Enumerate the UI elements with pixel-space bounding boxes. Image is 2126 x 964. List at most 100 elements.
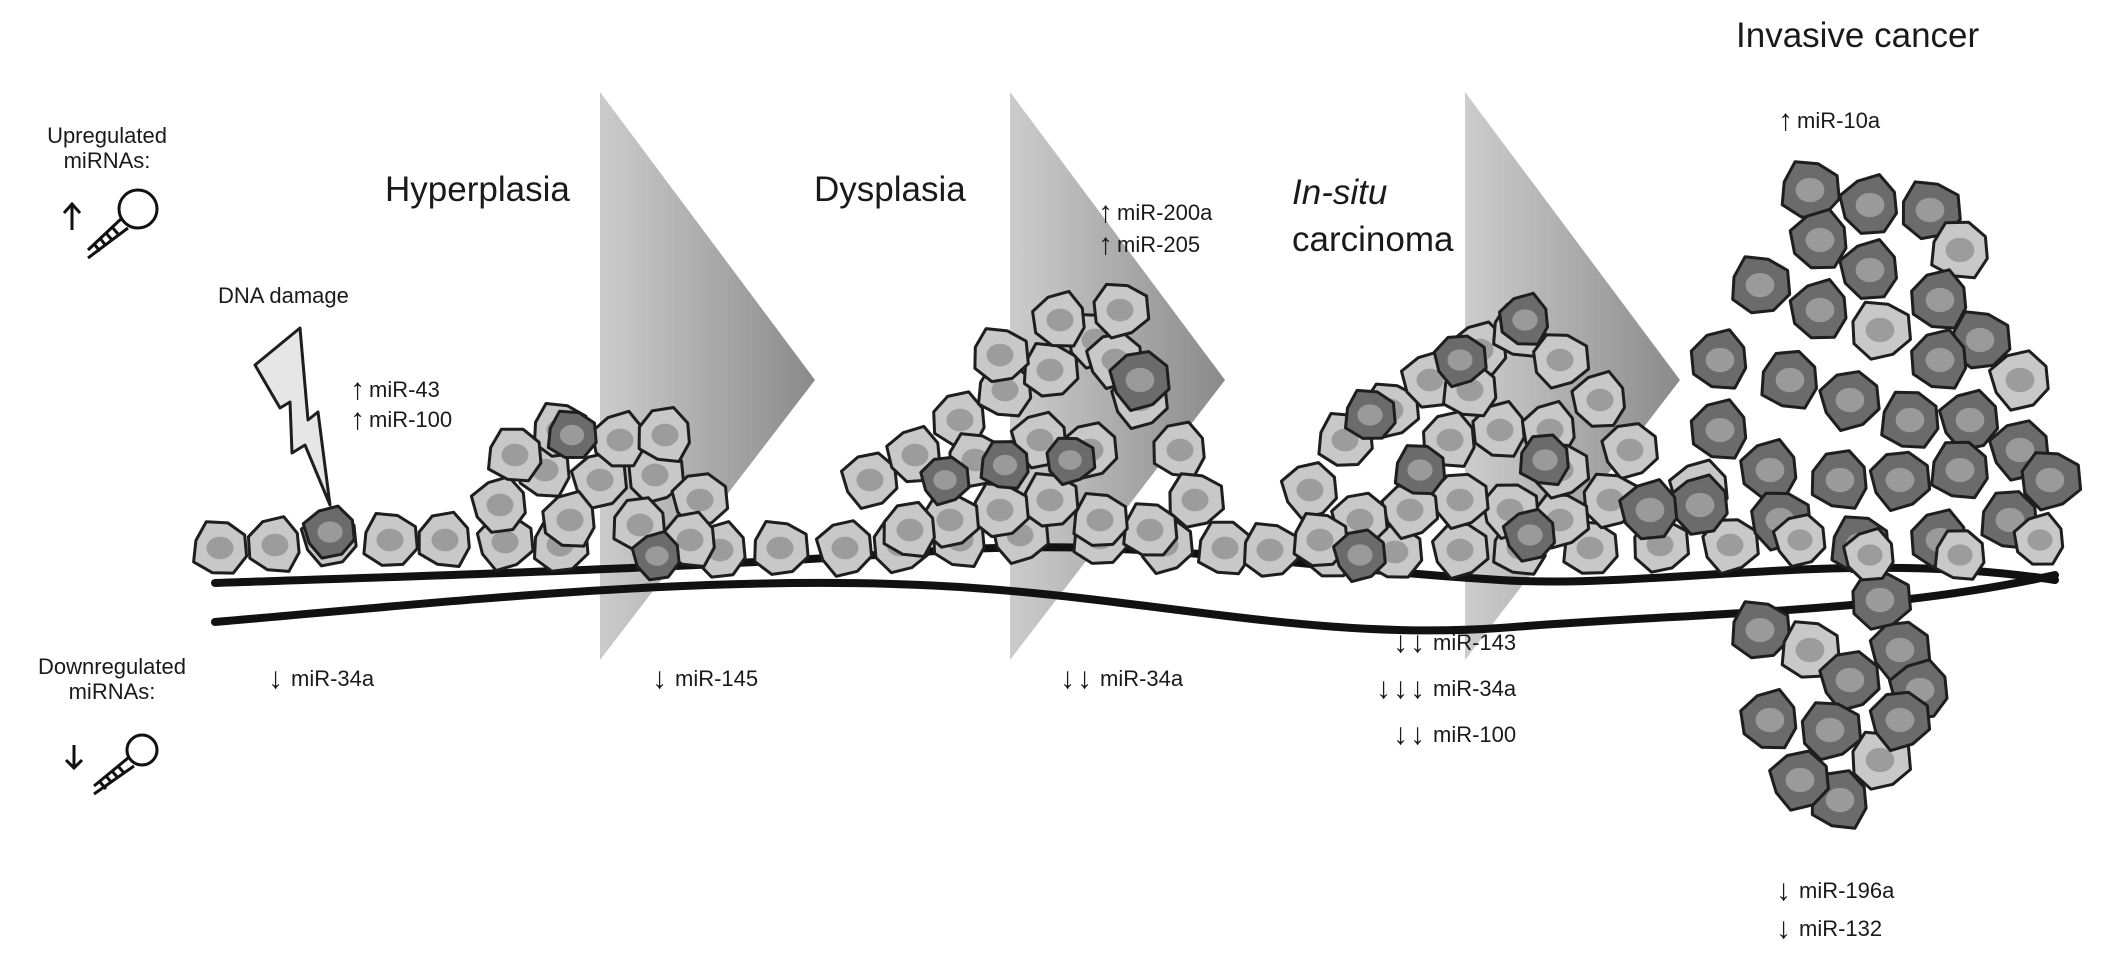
cancer-cell xyxy=(1800,701,1863,762)
down-mirna-invasive-1: ↓ miR-196a xyxy=(1776,872,1894,910)
downregulated-legend: Downregulated miRNAs: xyxy=(22,654,202,704)
cancer-cell xyxy=(1851,570,1912,631)
normal-cell xyxy=(487,427,543,483)
cancer-cell xyxy=(1344,388,1397,440)
up-mirna-name: miR-43 xyxy=(369,377,440,402)
normal-cell xyxy=(753,520,810,576)
stage-title-insitu-carcinoma: carcinoma xyxy=(1292,220,1454,259)
cancer-cell xyxy=(1818,370,1881,432)
normal-cell xyxy=(1168,472,1225,529)
cancer-cell xyxy=(1868,690,1932,753)
down-mirna-insitu-2: ↓↓↓ miR-34a xyxy=(1376,666,1516,712)
up-mirna-name: miR-10a xyxy=(1797,108,1881,133)
normal-cell xyxy=(362,512,419,567)
normal-cell xyxy=(923,492,980,549)
downregulated-hairpin-icon xyxy=(64,733,159,796)
cancer-cell xyxy=(979,440,1030,490)
cancer-cell xyxy=(1951,310,2012,370)
upregulated-label-line1: Upregulated xyxy=(47,123,167,148)
down-mirna-insitu-1: ↓↓ miR-143 xyxy=(1376,620,1516,666)
up-mirna-name: miR-100 xyxy=(369,407,453,432)
normal-cell xyxy=(1851,300,1912,361)
down-mirna-name: miR-196a xyxy=(1799,878,1895,903)
cancer-cell xyxy=(630,530,681,582)
cancer-cell xyxy=(301,504,356,560)
dna-damage-label: DNA damage xyxy=(218,283,349,308)
normal-cell xyxy=(1988,349,2050,412)
stage-title-invasive: Invasive cancer xyxy=(1736,16,1980,55)
cancer-cell xyxy=(1731,255,1792,315)
cancer-cell xyxy=(1868,450,1932,513)
up-mirna-dysplasia-1: miR-200a xyxy=(1098,196,1212,230)
normal-cell xyxy=(1072,492,1129,547)
normal-cell xyxy=(1930,220,1989,280)
normal-cell xyxy=(814,519,874,578)
cancer-cell xyxy=(1788,207,1848,270)
down-mirna-insitu-list: ↓↓ miR-143 ↓↓↓ miR-34a ↓↓ miR-100 xyxy=(1376,620,1516,758)
normal-cell xyxy=(1022,472,1080,528)
cancer-cell xyxy=(1937,388,2000,452)
normal-cell xyxy=(973,482,1030,539)
normal-cell xyxy=(1197,520,1253,576)
down-mirna-name: miR-34a xyxy=(1433,676,1517,701)
normal-cell xyxy=(1780,620,1841,679)
cancer-cell xyxy=(1689,328,1748,390)
down-mirna-name: miR-34a xyxy=(291,666,375,691)
down-mirna-name: miR-34a xyxy=(1100,666,1184,691)
down-mirna-name: miR-145 xyxy=(675,666,759,691)
normal-cell xyxy=(1600,422,1659,481)
downregulated-label-line2: miRNAs: xyxy=(68,679,156,704)
normal-cell xyxy=(882,500,936,558)
down-arrows: ↓ xyxy=(268,662,285,695)
cancer-cell xyxy=(546,409,598,459)
down-arrows: ↓↓ xyxy=(1393,718,1427,751)
cancer-cell xyxy=(1393,444,1447,496)
cancer-cell xyxy=(1501,507,1556,563)
down-mirna-hyperplasia: ↓ miR-145 xyxy=(652,662,758,696)
normal-cell xyxy=(2012,511,2065,566)
cancer-cell xyxy=(1689,398,1748,460)
normal-cell xyxy=(840,451,899,510)
arrow-hyperplasia xyxy=(395,92,815,660)
normal-cell xyxy=(1122,502,1179,557)
down-arrows: ↓↓ xyxy=(1060,662,1094,695)
cancer-cell xyxy=(1518,433,1570,487)
cancer-cell xyxy=(1810,449,1868,510)
upregulated-hairpin-icon xyxy=(62,188,159,260)
cancer-cell xyxy=(1739,688,1798,750)
down-mirna-name: miR-100 xyxy=(1433,722,1517,747)
normal-cell xyxy=(1842,526,1895,582)
normal-cell xyxy=(973,327,1030,384)
normal-cell xyxy=(1243,522,1300,578)
cancer-cell xyxy=(1910,268,1968,330)
cancer-cell xyxy=(1838,238,1898,300)
down-arrows: ↓ xyxy=(652,662,669,695)
normal-cell xyxy=(1701,518,1760,575)
cell-layer xyxy=(192,160,2083,830)
up-mirna-normal-2: miR-100 xyxy=(350,403,452,437)
cancer-cell xyxy=(1760,349,1818,410)
down-mirna-dysplasia: ↓↓ miR-34a xyxy=(1060,662,1183,696)
cancer-cell xyxy=(1045,436,1097,486)
normal-cell xyxy=(417,510,471,568)
normal-cell xyxy=(469,475,527,534)
stage-title-insitu-italic: In-situ xyxy=(1292,173,1388,212)
down-mirna-name: miR-132 xyxy=(1799,916,1883,941)
cancer-cell xyxy=(1768,749,1830,812)
cancer-cell xyxy=(1432,334,1488,389)
cancer-cell xyxy=(1930,440,1989,500)
down-mirna-normal: ↓ miR-34a xyxy=(268,662,374,696)
normal-cell xyxy=(637,406,691,463)
stage-title-hyperplasia: Hyperplasia xyxy=(385,170,570,209)
down-mirna-invasive-2: ↓ miR-132 xyxy=(1776,910,1894,948)
cancer-cell xyxy=(1880,390,1940,449)
cancer-cell xyxy=(1788,277,1848,340)
normal-cell xyxy=(1771,513,1827,568)
cancer-cell xyxy=(1910,328,1968,390)
upregulated-legend: Upregulated miRNAs: xyxy=(32,123,182,173)
up-mirna-normal-1: miR-43 xyxy=(350,373,440,407)
upregulated-label-line2: miRNAs: xyxy=(63,148,151,173)
up-mirna-name: miR-205 xyxy=(1117,232,1201,257)
normal-cell xyxy=(1431,522,1490,581)
cancer-cell xyxy=(1332,528,1387,584)
